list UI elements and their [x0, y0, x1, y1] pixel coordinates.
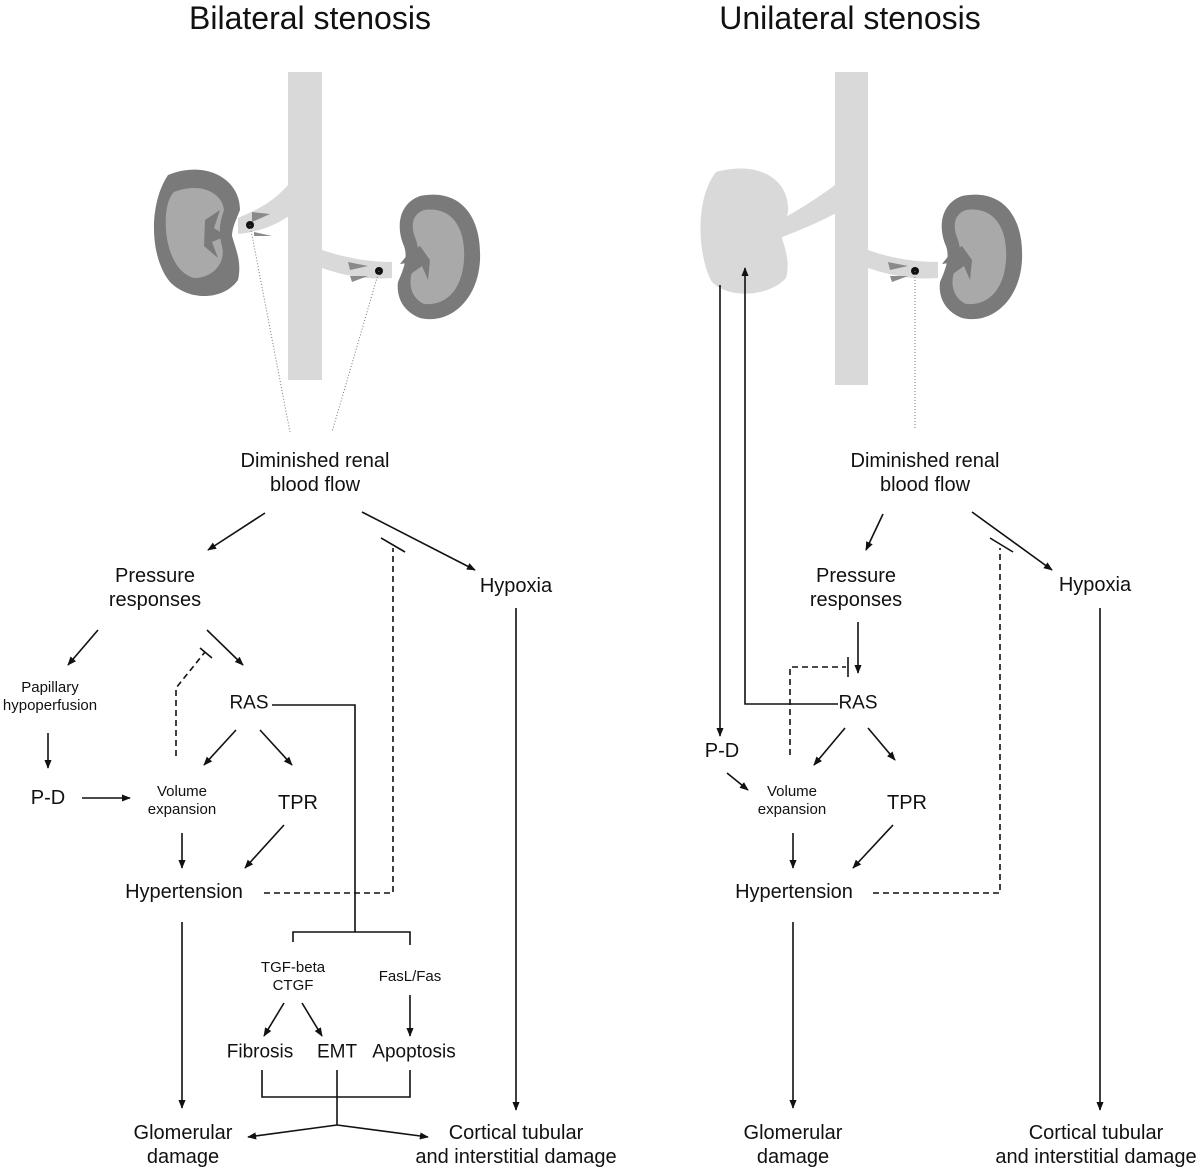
title-unilateral: Unilateral stenosis	[719, 0, 981, 36]
l-cortical: Cortical tubular and interstitial damage	[415, 1122, 617, 1168]
right-kidney	[939, 194, 1023, 320]
l-arrow-collector-to-cortical	[336, 1124, 429, 1140]
r-dashed-volume-feedback	[789, 666, 846, 755]
left-stenosis-marks	[252, 212, 368, 282]
l-arrow-tgf-to-emt	[301, 1002, 323, 1037]
l-arrow-tgf-to-fibrosis	[263, 1002, 285, 1037]
left-kidney-right-side	[153, 169, 240, 297]
l-ras-branch-line	[272, 704, 356, 932]
l-dashed-volume-feedback	[175, 651, 206, 756]
r-glomerular: Glomerular damage	[743, 1122, 843, 1168]
l-inhibit-bar-pressure	[199, 647, 213, 659]
left-pointer-line-1	[249, 224, 291, 433]
r-arrow-ras-to-volume	[813, 727, 846, 766]
l-papillary: Papillary hypoperfusion	[2, 679, 98, 714]
l-inhibit-bar-flow	[380, 537, 406, 553]
l-arrow-ras-to-tpr	[259, 729, 293, 766]
l-fasl: FasL/Fas	[378, 968, 442, 985]
l-arrow-ras-to-volume	[203, 729, 237, 766]
r-pd: P-D	[704, 740, 740, 762]
r-ras: RAS	[838, 692, 878, 714]
right-aorta	[700, 72, 938, 385]
l-ras: RAS	[229, 692, 269, 714]
l-tgf: TGF-beta CTGF	[260, 959, 326, 994]
r-arrow-tpr-to-hypertension	[852, 824, 894, 869]
l-arrow-flow-to-hypoxia	[361, 511, 476, 571]
r-arrow-flow-to-pressure	[865, 513, 884, 551]
l-arrow-tpr-to-hypertension	[244, 824, 285, 869]
right-stenosis-marks	[888, 262, 908, 282]
l-arrow-pressure-to-ras	[206, 629, 244, 666]
left-pointer-line-2	[331, 270, 380, 433]
l-volume-expansion: Volume expansion	[147, 783, 217, 818]
title-bilateral: Bilateral stenosis	[189, 0, 431, 36]
l-arrow-collector-to-glomerular	[247, 1124, 338, 1140]
r-arrow-pd-to-volume	[726, 772, 749, 791]
r-hypoxia: Hypoxia	[1058, 574, 1132, 596]
r-dashed-hypertension-feedback	[873, 548, 1001, 894]
l-diminished-flow: Diminished renal blood flow	[240, 450, 390, 496]
l-arrow-pressure-to-papillary	[67, 629, 99, 666]
l-fibrosis: Fibrosis	[226, 1041, 294, 1063]
l-damage-collector	[261, 1070, 411, 1098]
l-pd: P-D	[30, 787, 66, 809]
l-emt: EMT	[316, 1041, 358, 1063]
r-diminished-flow: Diminished renal blood flow	[850, 450, 1000, 496]
r-hypertension: Hypertension	[735, 881, 853, 903]
left-aorta	[238, 72, 392, 380]
r-arrow-flow-to-hypoxia	[971, 511, 1053, 571]
left-kidney-left-side	[397, 194, 481, 320]
l-arrow-flow-to-pressure	[207, 512, 266, 551]
l-hypoxia: Hypoxia	[479, 575, 553, 597]
l-pressure-responses: Pressure responses	[108, 565, 202, 611]
l-ras-branch-split	[292, 931, 411, 945]
l-glomerular: Glomerular damage	[133, 1122, 233, 1168]
r-volume-expansion: Volume expansion	[757, 783, 827, 818]
r-arrow-ras-to-tpr	[867, 727, 896, 761]
r-pressure-responses: Pressure responses	[809, 565, 903, 611]
r-tpr: TPR	[887, 792, 927, 814]
l-dashed-hypertension-feedback	[264, 548, 394, 894]
r-ras-to-kidney-line	[741, 267, 838, 705]
l-apoptosis: Apoptosis	[372, 1041, 456, 1063]
l-tpr: TPR	[278, 792, 318, 814]
r-cortical: Cortical tubular and interstitial damage	[995, 1122, 1197, 1168]
r-inhibit-bar-flow	[989, 537, 1014, 553]
l-hypertension: Hypertension	[125, 881, 243, 903]
